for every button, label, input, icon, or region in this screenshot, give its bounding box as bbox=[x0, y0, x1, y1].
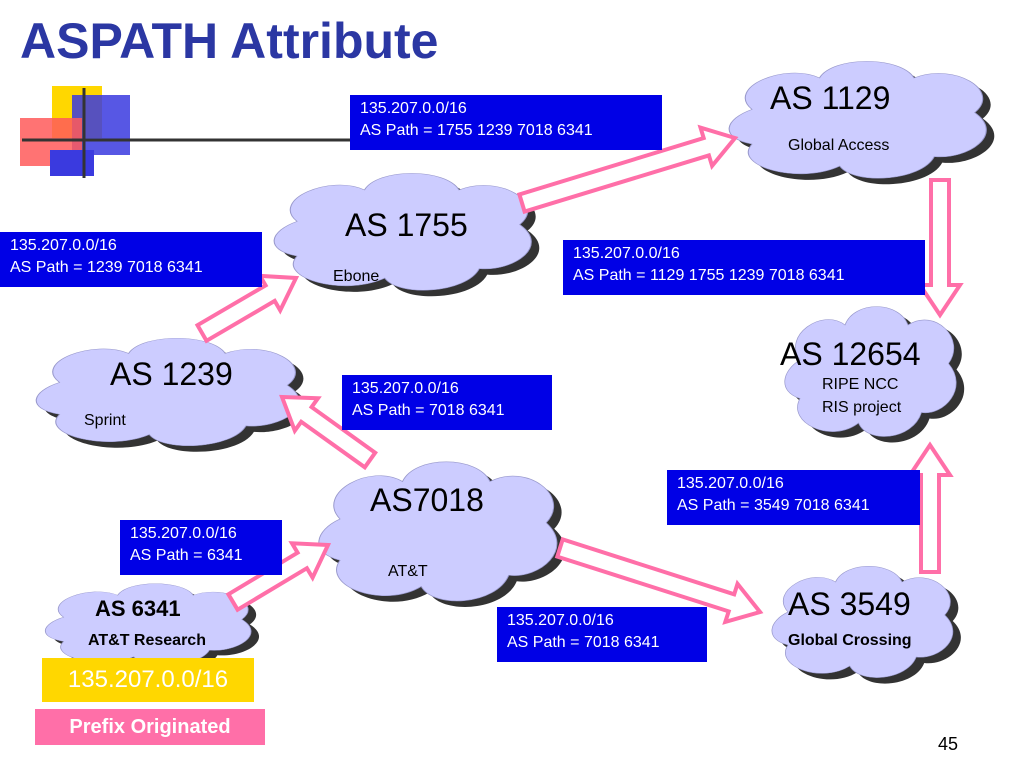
info-box-prefix: 135.207.0.0/16 bbox=[352, 380, 459, 397]
arrow-1239-to-1755 bbox=[194, 273, 300, 344]
cloud-as12654 bbox=[785, 307, 964, 443]
as6341-org: AT&T Research bbox=[88, 632, 206, 649]
info-box-as1755: 135.207.0.0/16 AS Path = 1239 7018 6341 bbox=[0, 232, 262, 287]
as1129-name: AS 1129 bbox=[770, 80, 891, 116]
info-box-from-as3549: 135.207.0.0/16 AS Path = 3549 7018 6341 bbox=[667, 470, 920, 525]
route-arrows bbox=[194, 124, 964, 625]
arrow-3549-to-12654 bbox=[906, 441, 954, 574]
cloud-as3549 bbox=[772, 566, 961, 683]
page-title: ASPATH Attribute bbox=[20, 13, 439, 69]
info-box-path: AS Path = 7018 6341 bbox=[352, 402, 505, 419]
as3549-org: Global Crossing bbox=[788, 632, 912, 649]
as3549-name: AS 3549 bbox=[788, 586, 911, 622]
info-box-as1129: 135.207.0.0/16 AS Path = 1755 1239 7018 … bbox=[350, 95, 662, 150]
arrow-7018-to-3549 bbox=[554, 536, 764, 625]
as7018-name: AS7018 bbox=[370, 482, 484, 518]
as6341-name: AS 6341 bbox=[95, 596, 181, 621]
arrow-1129-to-12654 bbox=[916, 178, 964, 319]
info-box-as3549: 135.207.0.0/16 AS Path = 7018 6341 bbox=[497, 607, 707, 662]
as1755-name: AS 1755 bbox=[345, 207, 468, 243]
info-box-as1239: 135.207.0.0/16 AS Path = 7018 6341 bbox=[342, 375, 552, 430]
info-box-path: AS Path = 7018 6341 bbox=[507, 634, 660, 651]
arrow-7018-to-1239 bbox=[279, 394, 378, 471]
info-box-as12654: 135.207.0.0/16 AS Path = 1129 1755 1239 … bbox=[563, 240, 925, 295]
info-box-as7018: 135.207.0.0/16 AS Path = 6341 bbox=[120, 520, 282, 575]
page-number: 45 bbox=[938, 734, 959, 754]
info-box-path: AS Path = 6341 bbox=[130, 547, 243, 564]
info-box-path: AS Path = 1129 1755 1239 7018 6341 bbox=[573, 267, 845, 284]
as1239-org: Sprint bbox=[84, 412, 126, 429]
info-box-prefix: 135.207.0.0/16 bbox=[677, 475, 784, 492]
arrow-6341-to-7018 bbox=[225, 541, 332, 613]
info-box-prefix: 135.207.0.0/16 bbox=[10, 237, 117, 254]
as12654-org: RIPE NCC bbox=[822, 376, 899, 393]
as7018-org: AT&T bbox=[388, 563, 428, 580]
as1239-name: AS 1239 bbox=[110, 356, 233, 392]
as1129-org: Global Access bbox=[788, 137, 890, 154]
as12654-project: RIS project bbox=[822, 399, 902, 416]
info-box-path: AS Path = 1755 1239 7018 6341 bbox=[360, 122, 593, 139]
as1755-org: Ebone bbox=[333, 268, 380, 285]
info-box-path: AS Path = 3549 7018 6341 bbox=[677, 497, 870, 514]
arrow-1755-to-1129 bbox=[516, 124, 739, 215]
originated-prefix-box: 135.207.0.0/16 bbox=[42, 658, 254, 702]
info-box-prefix: 135.207.0.0/16 bbox=[507, 612, 614, 629]
info-box-path: AS Path = 1239 7018 6341 bbox=[10, 259, 203, 276]
info-box-prefix: 135.207.0.0/16 bbox=[130, 525, 237, 542]
info-box-prefix: 135.207.0.0/16 bbox=[360, 100, 467, 117]
as12654-name: AS 12654 bbox=[780, 336, 921, 372]
info-box-prefix: 135.207.0.0/16 bbox=[573, 245, 680, 262]
prefix-originated-label: Prefix Originated bbox=[35, 709, 265, 745]
